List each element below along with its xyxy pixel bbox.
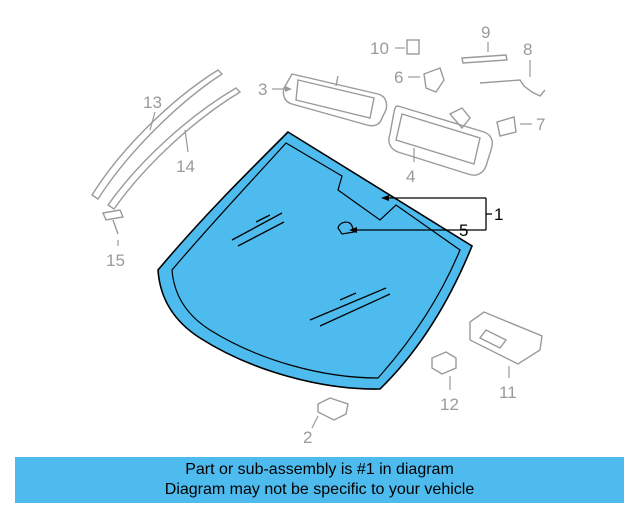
caption-banner: Part or sub-assembly is #1 in diagram Di… bbox=[15, 457, 624, 503]
leader-1: 1 bbox=[381, 195, 503, 230]
clip-12: 12 bbox=[431, 351, 459, 414]
callout-4: 4 bbox=[406, 167, 415, 186]
callout-3: 3 bbox=[258, 80, 267, 99]
callout-5: 5 bbox=[459, 221, 468, 240]
windshield-1 bbox=[157, 130, 473, 390]
module-11: 11 bbox=[469, 311, 543, 402]
parts-diagram: 13 14 15 3 4 10 9 bbox=[91, 23, 546, 447]
molding-13: 13 bbox=[91, 69, 224, 200]
cover-6: 6 bbox=[394, 67, 445, 93]
callout-8: 8 bbox=[523, 40, 532, 59]
mirror-4: 4 bbox=[388, 105, 493, 186]
bracket-10: 10 bbox=[370, 39, 420, 58]
leader-5: 5 bbox=[349, 221, 486, 240]
callout-11: 11 bbox=[499, 383, 517, 402]
caption-line-1: Part or sub-assembly is #1 in diagram bbox=[185, 461, 454, 478]
callout-6: 6 bbox=[394, 68, 403, 87]
harness-8: 8 bbox=[479, 40, 546, 97]
callout-12: 12 bbox=[440, 395, 459, 414]
callout-7: 7 bbox=[536, 115, 545, 134]
bracket-7: 7 bbox=[496, 115, 545, 137]
mirror-3: 3 bbox=[258, 73, 388, 127]
molding-14: 14 bbox=[107, 87, 242, 210]
clip-15: 15 bbox=[102, 209, 125, 270]
callout-14: 14 bbox=[176, 157, 195, 176]
callout-9: 9 bbox=[481, 23, 490, 42]
callout-13: 13 bbox=[143, 93, 162, 112]
callout-15: 15 bbox=[106, 251, 125, 270]
caption-line-2: Diagram may not be specific to your vehi… bbox=[164, 481, 475, 498]
sensor-9: 9 bbox=[461, 23, 508, 64]
callout-1: 1 bbox=[494, 205, 503, 224]
callout-2: 2 bbox=[303, 428, 312, 447]
callout-10: 10 bbox=[370, 39, 389, 58]
clip-2: 2 bbox=[303, 397, 349, 447]
